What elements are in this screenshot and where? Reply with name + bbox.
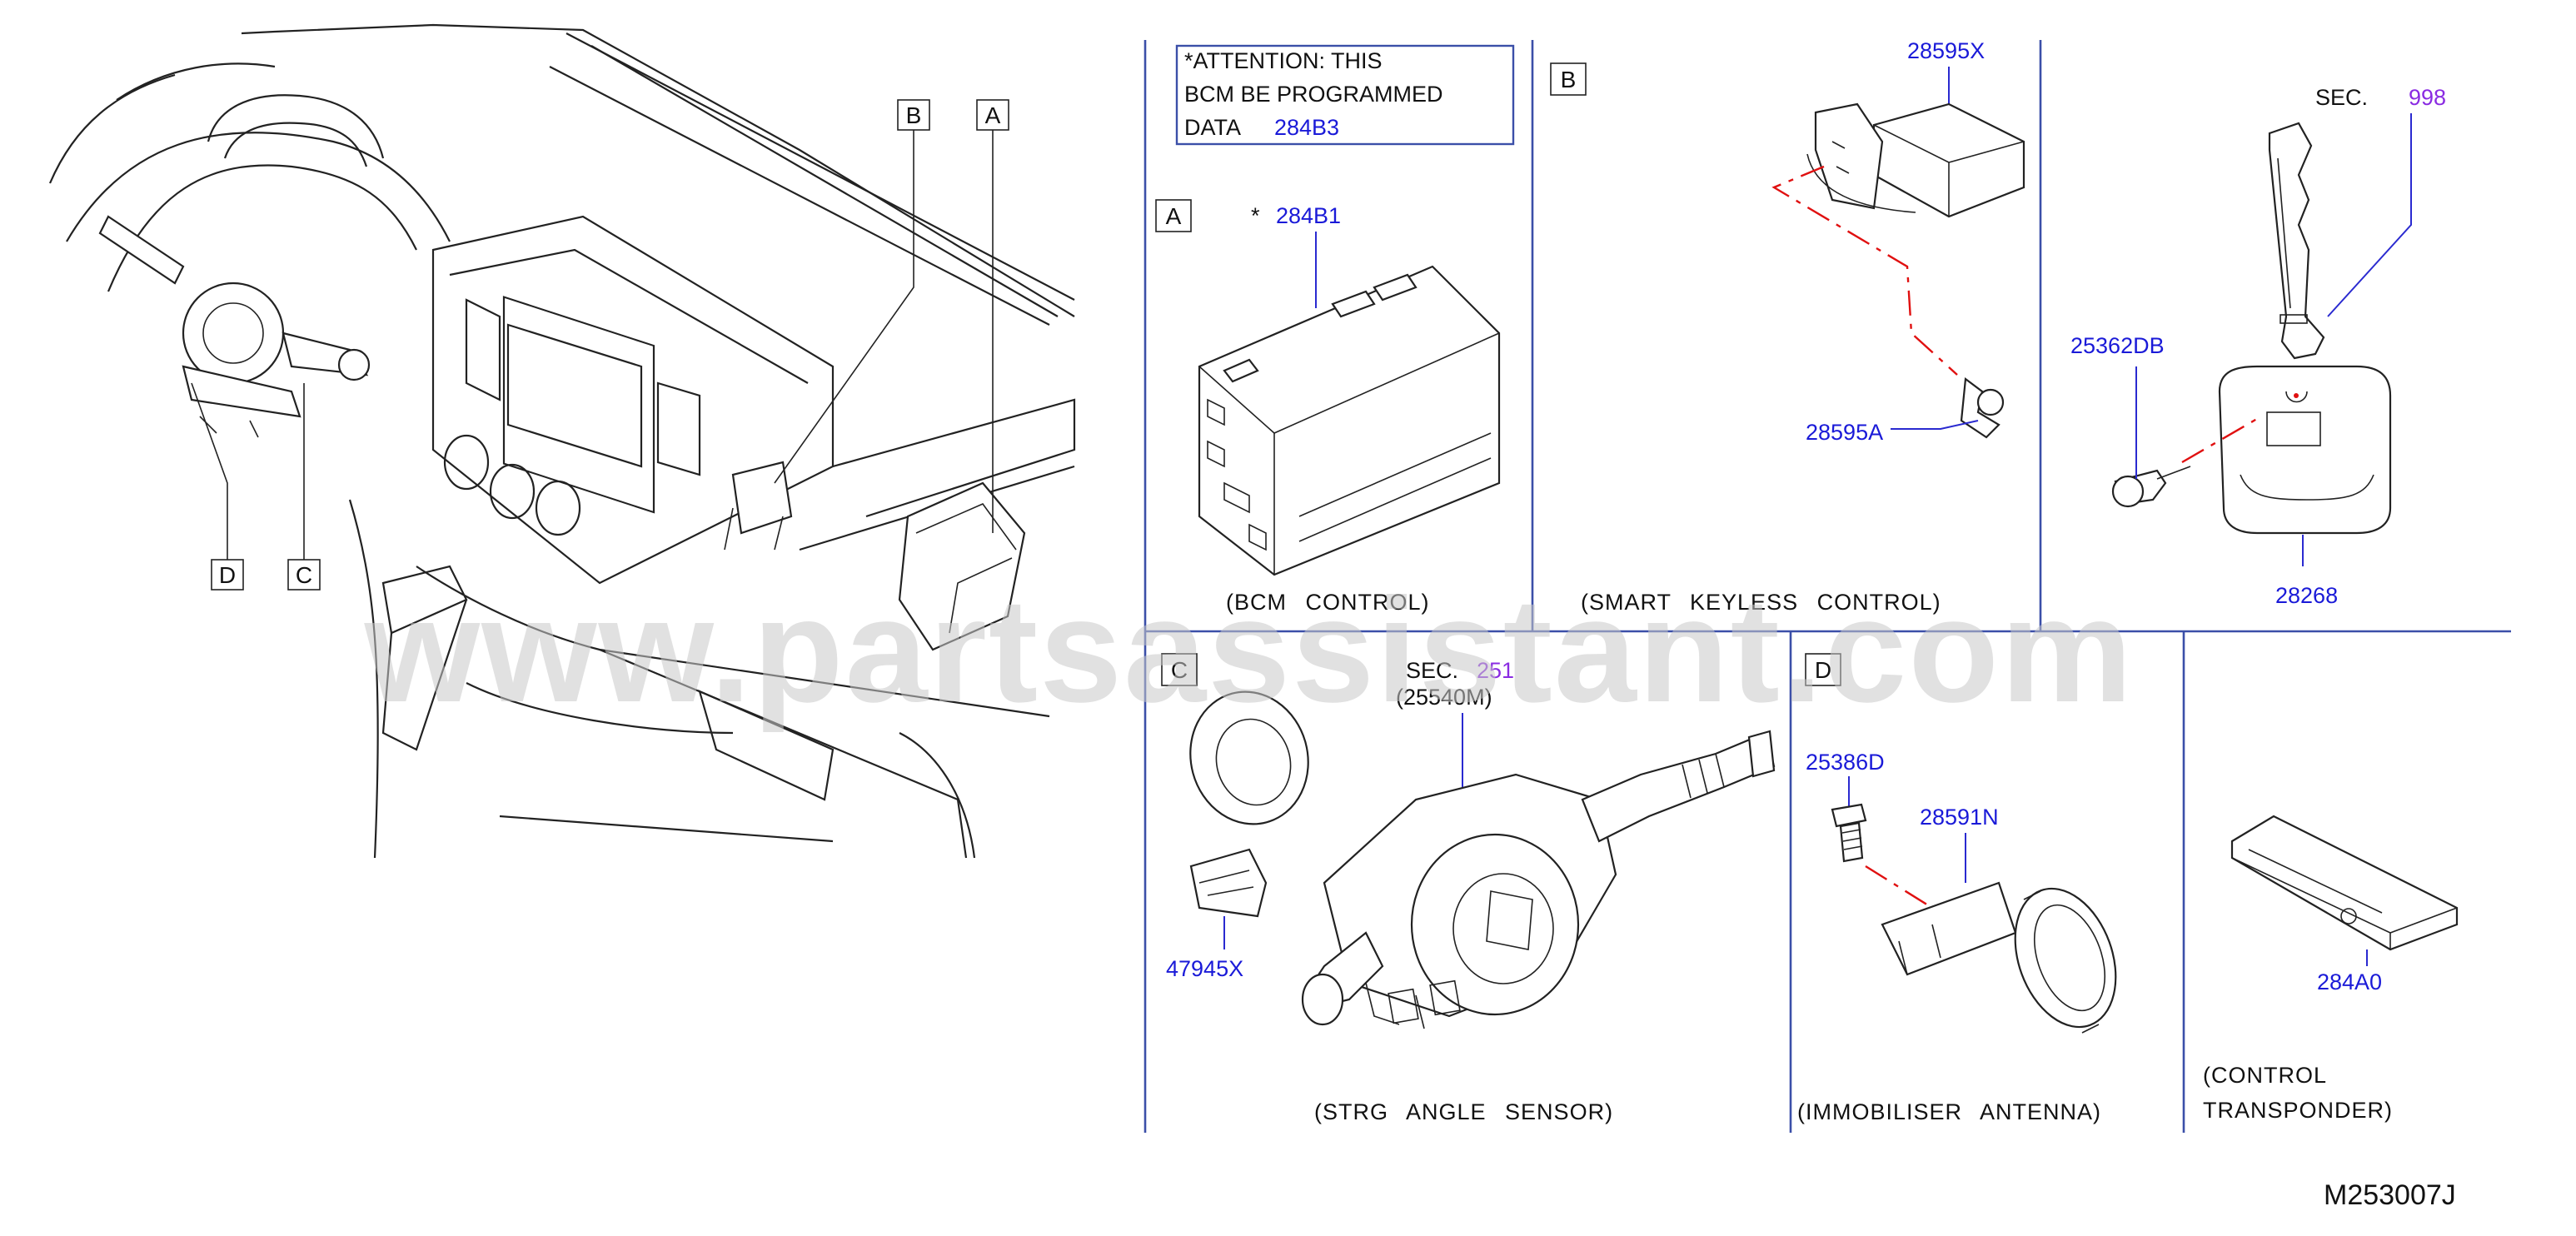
panel-b-smart-keyless: B 28595X 28595A (SMART KEYLESS CONTROL) [1550,38,2025,615]
panel-d-immobiliser-antenna: D 25386D 28591N (IMMOBILISER ANTENNA) [1797,653,2117,1124]
attention-line3-prefix: DATA [1184,115,1241,140]
part-label-28595x[interactable]: 28595X [1907,38,1985,63]
part-label-28595a[interactable]: 28595A [1806,420,1883,445]
diagram-code: M253007J [2324,1179,2456,1211]
panel-key: SEC. 998 25362DB 28268 [2070,85,2446,608]
part-label-284b1[interactable]: 284B1 [1276,203,1341,228]
overview-callout-d: D [219,562,236,588]
panel-a-star: * [1251,203,1260,228]
part-label-284a0[interactable]: 284A0 [2317,969,2382,994]
attention-line1: *ATTENTION: THIS [1184,48,1383,73]
panel-c-sub-code: (25540M) [1396,685,1492,710]
attention-part-code: 284B3 [1274,115,1339,140]
watermark: www.partsassistant.com [364,567,2135,733]
panel-a-caption: (BCM CONTROL) [1226,590,1430,615]
attention-note: *ATTENTION: THIS BCM BE PROGRAMMED DATA … [1175,44,1515,146]
panel-c-letter: C [1171,657,1188,683]
transponder-caption-line1: (CONTROL [2203,1063,2327,1088]
panel-control-transponder: 284A0 (CONTROL TRANSPONDER) [2203,815,2459,1123]
part-label-25386d[interactable]: 25386D [1806,750,1885,775]
panel-c-sec-code[interactable]: 251 [1477,658,1514,683]
part-label-47945x[interactable]: 47945X [1166,956,1243,981]
panel-d-caption: (IMMOBILISER ANTENNA) [1797,1099,2101,1124]
overview-callout-a: A [985,102,1001,128]
part-label-28591n[interactable]: 28591N [1920,805,1999,830]
panel-a-letter: A [1166,203,1182,229]
panel-c-caption: (STRG ANGLE SENSOR) [1314,1099,1613,1124]
dashboard-overview-drawing [48,23,1076,859]
overview-callouts: B A D C [191,99,1009,591]
key-sec-code[interactable]: 998 [2409,85,2446,110]
panel-b-letter: B [1561,67,1577,92]
panel-c-sec-label: SEC. [1406,658,1458,683]
panel-dividers [1144,40,2511,1133]
transponder-caption-line2: TRANSPONDER) [2203,1098,2393,1123]
overview-callout-b: B [906,102,922,128]
attention-line2: BCM BE PROGRAMMED [1184,82,1443,107]
panel-b-caption: (SMART KEYLESS CONTROL) [1581,590,1941,615]
overview-callout-c: C [296,562,312,588]
panel-c-strg-angle-sensor: C SEC. 251 (25540M) 47945X (STRG ANGLE S… [1161,653,1776,1124]
panel-a-bcm-control: A * 284B1 (BCM CONTROL) [1155,199,1501,615]
part-label-28268[interactable]: 28268 [2275,583,2338,608]
part-label-25362db[interactable]: 25362DB [2070,333,2165,358]
panel-d-letter: D [1815,657,1831,683]
key-sec-label: SEC. [2315,85,2368,110]
